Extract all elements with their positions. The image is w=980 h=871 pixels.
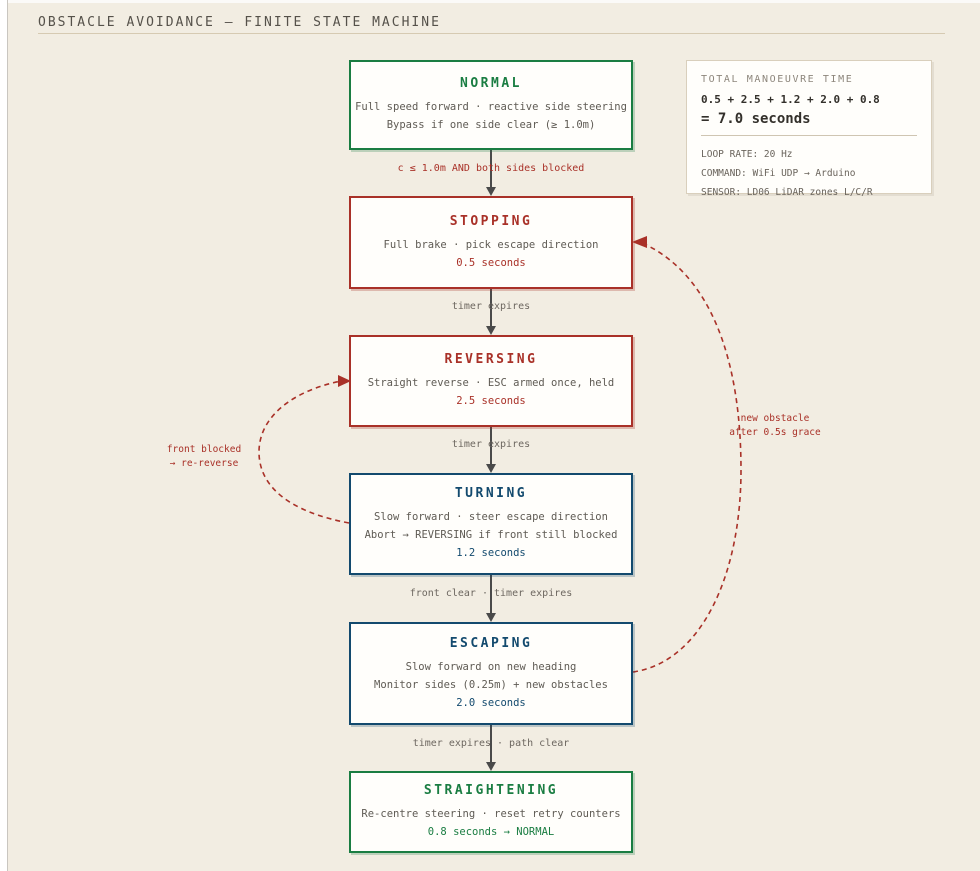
- loop-label-front-blocked: front blocked → re-reverse: [165, 443, 243, 471]
- state-box-straightening: STRAIGHTENING Re-centre steering · reset…: [349, 771, 633, 853]
- state-duration-straightening: 0.8 seconds → NORMAL: [427, 826, 555, 838]
- state-title-turning: TURNING: [454, 486, 528, 501]
- state-box-escaping: ESCAPING Slow forward on new heading Mon…: [349, 622, 633, 725]
- state-title-straightening: STRAIGHTENING: [423, 783, 559, 798]
- transition-label-normal-stopping: c ≤ 1.0m AND both sides blocked: [397, 163, 585, 174]
- state-box-stopping: STOPPING Full brake · pick escape direct…: [349, 196, 633, 289]
- loop-label-line: front blocked: [166, 444, 242, 455]
- state-box-turning: TURNING Slow forward · steer escape dire…: [349, 473, 633, 575]
- state-box-normal: NORMAL Full speed forward · reactive sid…: [349, 60, 633, 150]
- loop-label-line: after 0.5s grace: [729, 427, 821, 438]
- state-box-reversing: REVERSING Straight reverse · ESC armed o…: [349, 335, 633, 427]
- page-top-edge: [8, 0, 980, 3]
- transition-label-stopping-reversing: timer expires: [451, 301, 531, 312]
- state-duration-reversing: 2.5 seconds: [456, 395, 526, 407]
- state-title-escaping: ESCAPING: [449, 635, 533, 651]
- state-title-reversing: REVERSING: [444, 352, 538, 367]
- loop-arrow-turning-to-reversing: [258, 375, 351, 524]
- state-line: Monitor sides (0.25m) + new obstacles: [374, 678, 608, 691]
- state-duration-escaping: 2.0 seconds: [456, 696, 526, 709]
- page-left-edge: [0, 0, 8, 871]
- transition-label-reversing-turning: timer expires: [451, 439, 531, 450]
- transition-label-escaping-straightening: timer expires · path clear: [412, 738, 570, 749]
- loop-label-line: → re-reverse: [169, 458, 239, 469]
- state-line: Re-centre steering · reset retry counter…: [361, 808, 621, 820]
- info-command: COMMAND: WiFi UDP → Arduino: [701, 168, 856, 179]
- loop-label-new-obstacle: new obstacle after 0.5s grace: [728, 412, 822, 440]
- state-line: Straight reverse · ESC armed once, held: [367, 377, 615, 389]
- state-duration-stopping: 0.5 seconds: [456, 256, 526, 269]
- page-title: OBSTACLE AVOIDANCE — FINITE STATE MACHIN…: [38, 15, 441, 30]
- state-line: Full speed forward · reactive side steer…: [355, 101, 627, 113]
- info-panel-header: TOTAL MANOEUVRE TIME: [701, 74, 854, 85]
- info-calculation: 0.5 + 2.5 + 1.2 + 2.0 + 0.8: [701, 93, 880, 106]
- state-line: Abort → REVERSING if front still blocked: [364, 529, 618, 541]
- state-title-normal: NORMAL: [460, 76, 522, 91]
- loop-label-line: new obstacle: [740, 413, 810, 424]
- transition-label-turning-escaping: front clear · timer expires: [409, 588, 573, 599]
- info-sensor: SENSOR: LD06 LiDAR zones L/C/R: [701, 187, 873, 198]
- state-duration-turning: 1.2 seconds: [456, 547, 526, 559]
- title-underline: [38, 33, 945, 34]
- info-loop-rate: LOOP RATE: 20 Hz: [701, 149, 793, 160]
- state-line: Bypass if one side clear (≥ 1.0m): [386, 119, 596, 131]
- info-panel: TOTAL MANOEUVRE TIME 0.5 + 2.5 + 1.2 + 2…: [686, 60, 932, 198]
- state-line: Full brake · pick escape direction: [383, 238, 599, 251]
- info-divider: [701, 135, 917, 136]
- state-line: Slow forward · steer escape direction: [374, 511, 608, 523]
- state-line: Slow forward on new heading: [405, 660, 577, 673]
- loop-arrow-escaping-to-stopping: [632, 236, 742, 673]
- state-title-stopping: STOPPING: [449, 213, 533, 229]
- info-total: = 7.0 seconds: [701, 111, 811, 127]
